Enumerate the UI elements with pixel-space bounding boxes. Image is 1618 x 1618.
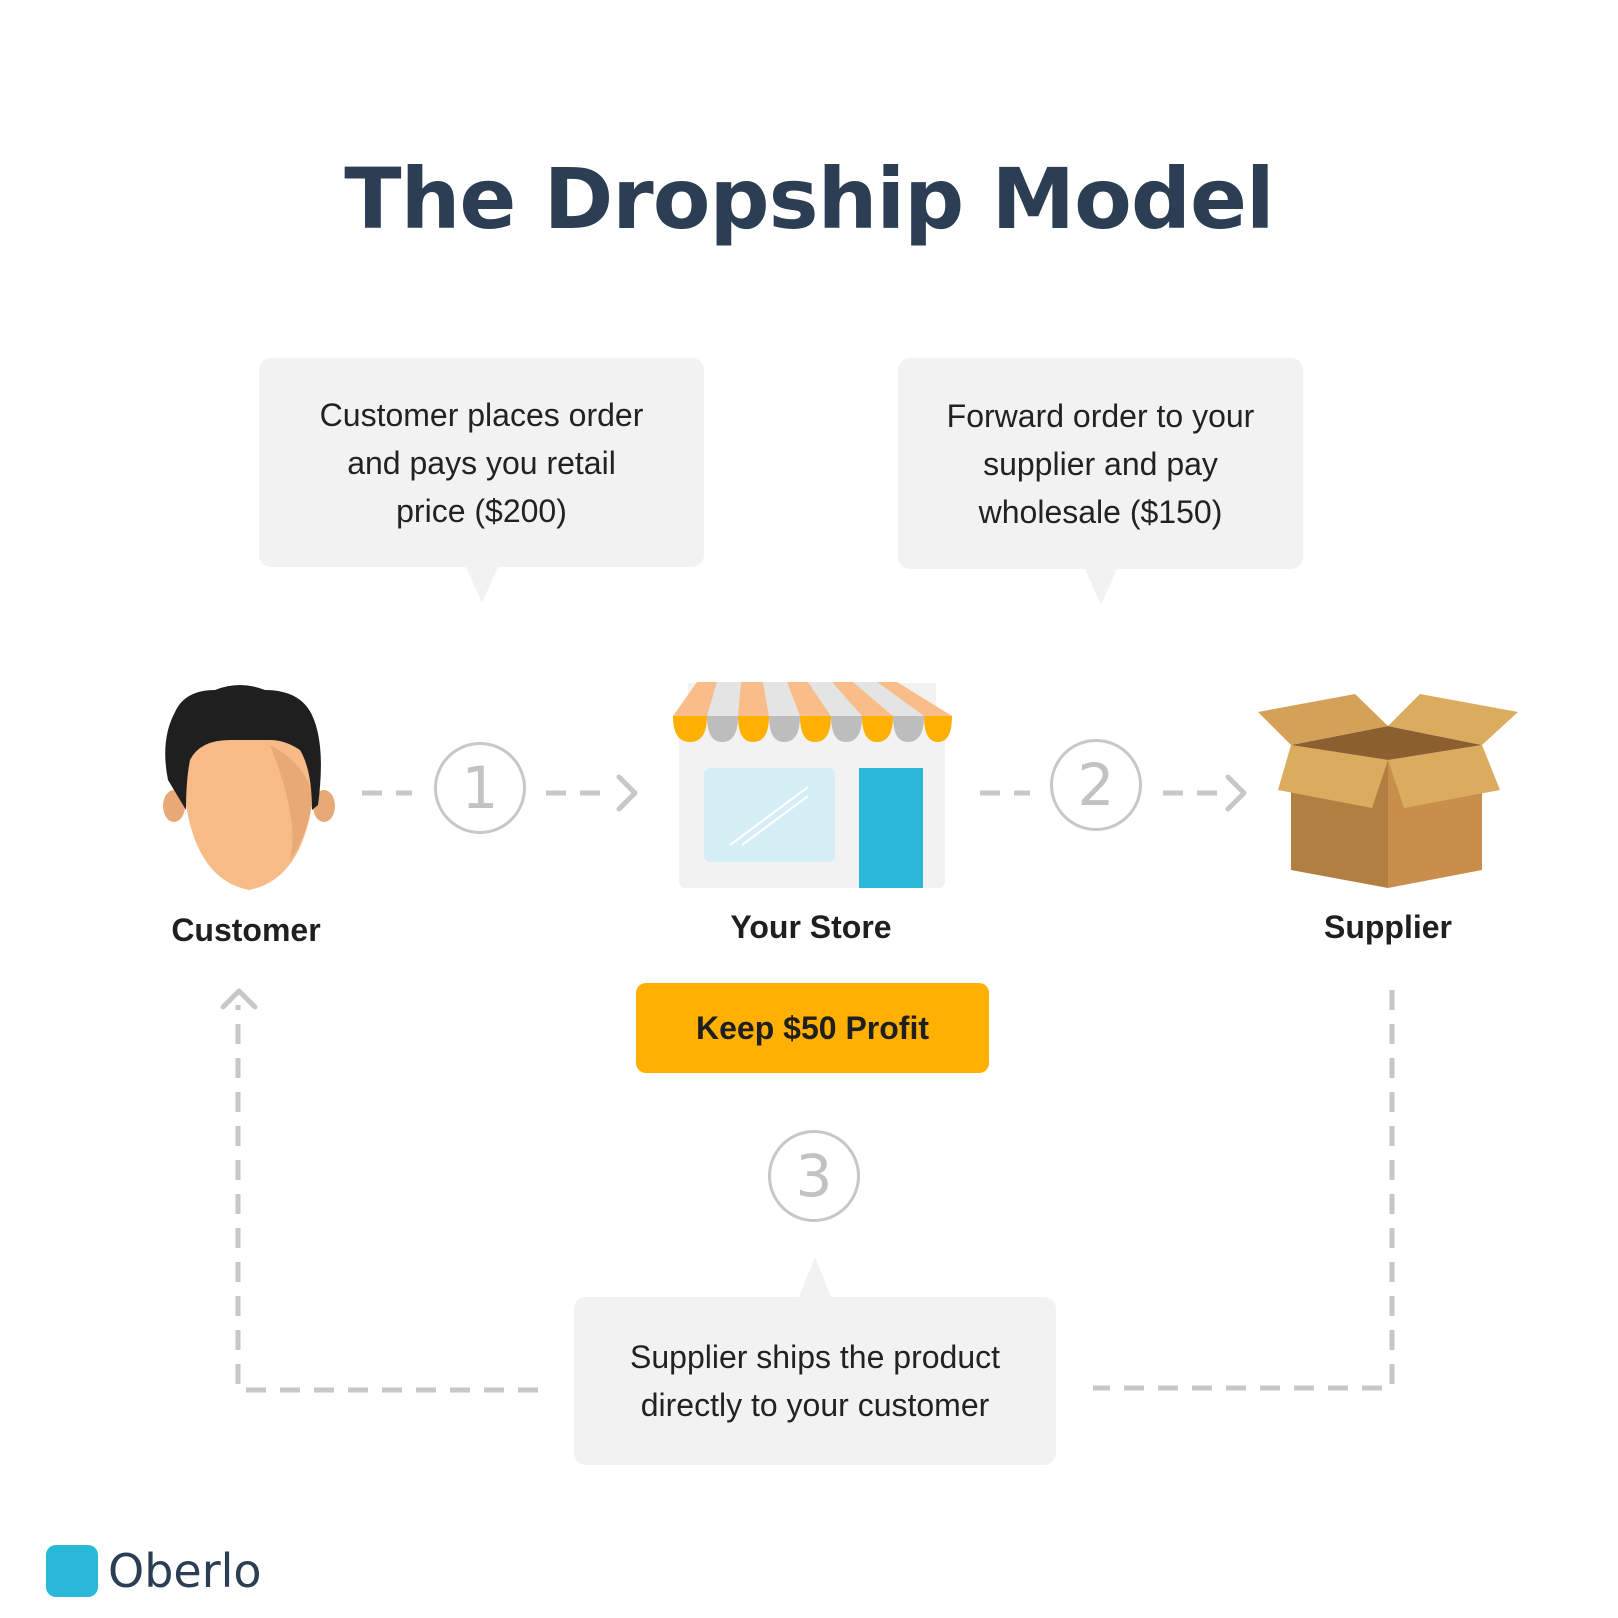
connector-supplier-return xyxy=(1093,990,1395,1391)
box-icon xyxy=(1258,694,1518,888)
arrow-to-store-icon xyxy=(616,774,638,812)
profit-badge: Keep $50 Profit xyxy=(636,983,989,1073)
callout-step-1: Customer places order and pays you retai… xyxy=(259,358,704,603)
supplier-label: Supplier xyxy=(1323,909,1452,945)
arrow-to-supplier-icon xyxy=(1225,774,1247,812)
step-3-marker: 3 xyxy=(768,1130,860,1222)
store-icon xyxy=(673,682,952,888)
callout-step-3-text: Supplier ships the product directly to y… xyxy=(630,1339,1000,1423)
brand-mark-icon xyxy=(46,1545,98,1597)
step-2-marker: 2 xyxy=(1050,739,1142,831)
arrow-to-customer-icon xyxy=(220,988,258,1010)
callout-step-2-text: Forward order to your supplier and pay w… xyxy=(946,397,1255,530)
callout-step-2: Forward order to your supplier and pay w… xyxy=(898,358,1303,605)
step-1-marker: 1 xyxy=(434,742,526,834)
customer-label: Customer xyxy=(171,912,321,948)
callout-step-3: Supplier ships the product directly to y… xyxy=(574,1257,1056,1465)
brand-name: Oberlo xyxy=(108,1544,262,1598)
brand-logo: Oberlo xyxy=(46,1544,262,1598)
connector-return-customer xyxy=(235,1005,538,1393)
page-title: The Dropship Model xyxy=(344,150,1274,248)
profit-badge-text: Keep $50 Profit xyxy=(696,1009,929,1046)
callout-step-1-text: Customer places order and pays you retai… xyxy=(319,396,644,529)
store-label: Your Store xyxy=(730,909,892,945)
customer-avatar-icon xyxy=(163,685,335,890)
